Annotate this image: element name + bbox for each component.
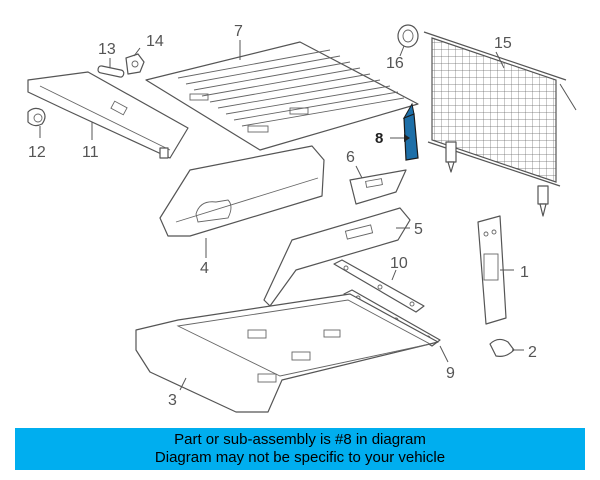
- callout-4: 4: [200, 260, 209, 277]
- part-11-panel: [27, 71, 189, 159]
- diagram-canvas: 1 2 3 4 5 6 7 8 9 10 11 12 13 14 15 16: [27, 23, 577, 413]
- part-12-clip: [27, 107, 46, 127]
- part-16-grommet: [397, 24, 419, 48]
- callout-14: 14: [146, 33, 164, 50]
- callout-16: 16: [386, 55, 404, 72]
- callout-7: 7: [234, 23, 243, 40]
- leader-lines: [39, 40, 524, 391]
- callout-13: 13: [98, 41, 116, 58]
- callout-11: 11: [82, 144, 99, 161]
- part-4-side-trim: [159, 145, 325, 237]
- banner-line-2: Diagram may not be specific to your vehi…: [154, 449, 446, 466]
- callout-9: 9: [446, 365, 455, 382]
- banner-line-1: Part or sub-assembly is #8 in diagram: [174, 431, 426, 448]
- part-3-floor-tray: [135, 293, 439, 413]
- part-7-floor-mat: [145, 41, 419, 151]
- part-14-clip: [125, 53, 145, 75]
- callout-6: 6: [346, 149, 355, 166]
- part-1-vertical-panel: [477, 215, 507, 325]
- callout-12: 12: [28, 144, 46, 161]
- part-15-cargo-net: [423, 31, 577, 217]
- part-8-trim: [402, 102, 419, 161]
- part-2-clip: [489, 338, 515, 357]
- part-6-bracket: [349, 169, 407, 205]
- callout-15: 15: [494, 35, 512, 52]
- info-banner: Part or sub-assembly is #8 in diagram Di…: [15, 428, 585, 470]
- callout-3: 3: [168, 392, 177, 409]
- part-5-scuff-plate: [263, 207, 411, 307]
- callout-1: 1: [520, 264, 529, 281]
- part-10-rail: [333, 259, 425, 313]
- callout-2: 2: [528, 344, 537, 361]
- callout-10: 10: [390, 255, 408, 272]
- part-13-pin: [97, 65, 125, 78]
- callout-8: 8: [375, 130, 383, 147]
- callout-5: 5: [414, 221, 423, 238]
- callout-labels: 1 2 3 4 5 6 7 8 9 10 11 12 13 14 15 16: [28, 23, 537, 409]
